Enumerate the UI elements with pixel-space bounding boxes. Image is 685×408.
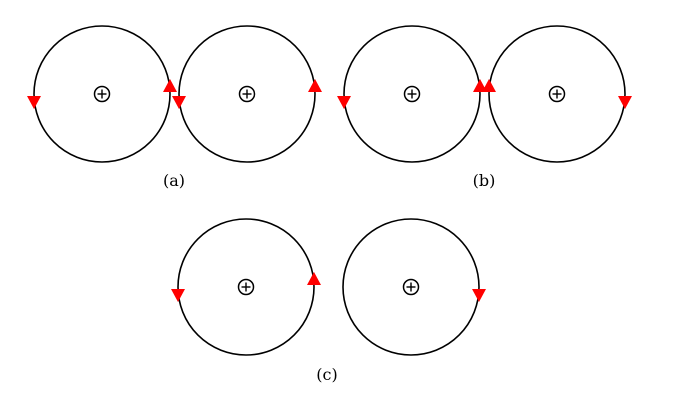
loop-circle xyxy=(343,25,481,163)
arrow-right-down-icon xyxy=(618,96,632,109)
caption-a: (a) xyxy=(163,171,185,190)
arrow-left-down-icon xyxy=(337,96,351,109)
caption-c: (c) xyxy=(316,365,337,384)
loop-circle xyxy=(33,25,171,163)
loop-a-2 xyxy=(172,25,322,163)
loop-b-2 xyxy=(482,25,632,163)
loop-b-1 xyxy=(337,25,487,163)
arrow-left-up-icon xyxy=(482,79,496,92)
plus-circle-icon xyxy=(403,85,421,103)
plus-circle-icon xyxy=(548,85,566,103)
arrow-right-up-icon xyxy=(473,79,487,92)
plus-circle-icon xyxy=(238,85,256,103)
arrow-left-down-icon xyxy=(171,289,185,302)
loop-circle xyxy=(342,218,480,356)
panel-b xyxy=(337,25,632,163)
loop-c-1 xyxy=(171,218,321,356)
arrow-right-down-icon xyxy=(472,289,486,302)
plus-circle-icon xyxy=(402,278,420,296)
caption-b: (b) xyxy=(473,171,496,190)
loop-circle xyxy=(177,218,315,356)
plus-circle-icon xyxy=(237,278,255,296)
arrow-left-down-icon xyxy=(172,96,186,109)
arrow-left-down-icon xyxy=(27,96,41,109)
loop-circle xyxy=(488,25,626,163)
arrow-right-up-icon xyxy=(308,79,322,92)
plus-circle-icon xyxy=(93,85,111,103)
arrow-right-up-icon xyxy=(307,272,321,285)
loop-circle xyxy=(178,25,316,163)
loop-c-2 xyxy=(342,218,486,356)
arrow-right-up-icon xyxy=(163,79,177,92)
loop-a-1 xyxy=(27,25,177,163)
panel-a xyxy=(27,25,322,163)
panel-c xyxy=(171,218,486,356)
